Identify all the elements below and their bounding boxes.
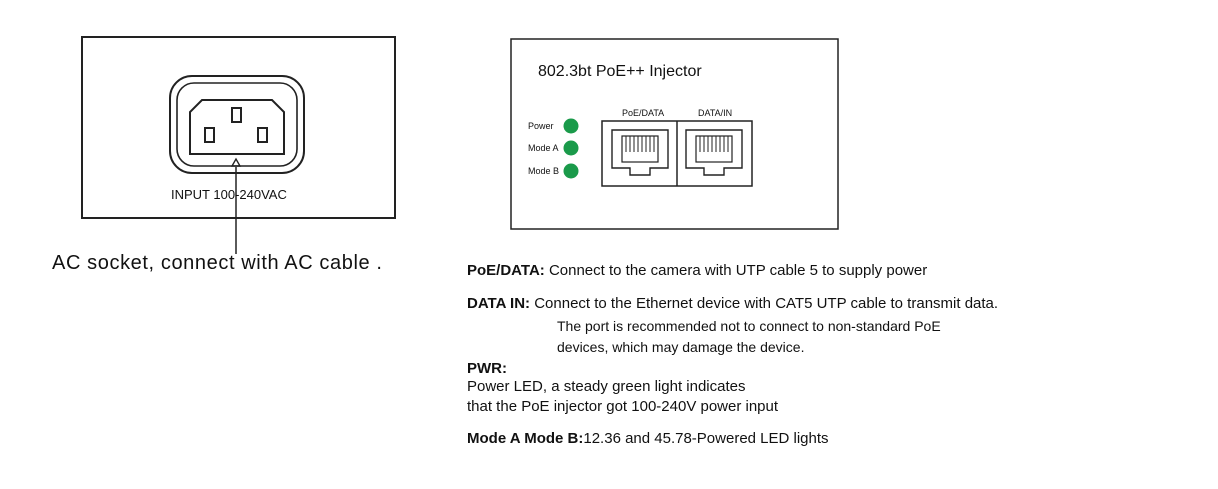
pwr-line-1: Power LED, a steady green light indicate… bbox=[467, 378, 746, 395]
ac-callout-text: AC socket, connect with AC cable . bbox=[52, 252, 383, 274]
ac-triangle-marker bbox=[230, 157, 242, 167]
pwr-line-2: that the PoE injector got 100-240V power… bbox=[467, 398, 779, 415]
poe-data-port bbox=[611, 129, 669, 176]
power-led-label: Power bbox=[528, 121, 554, 131]
injector-title: 802.3bt PoE++ Injector bbox=[538, 63, 702, 80]
mode-a-led-label: Mode A bbox=[528, 143, 559, 153]
data-in-note-line-1: The port is recommended not to connect t… bbox=[557, 318, 941, 334]
mode-text: 12.36 and 45.78-Powered LED lights bbox=[583, 430, 829, 447]
ac-input-label: INPUT 100-240VAC bbox=[171, 187, 287, 202]
mode-term: Mode A Mode B: bbox=[467, 430, 584, 447]
pwr-term-label: PWR: bbox=[467, 360, 507, 377]
ac-socket-face bbox=[189, 99, 285, 155]
data-in-note-line-2: devices, which may damage the device. bbox=[557, 339, 805, 355]
injector-panel bbox=[510, 38, 839, 230]
poe-data-port-label: PoE/DATA bbox=[622, 108, 665, 118]
poe-data-text: Connect to the camera with UTP cable 5 t… bbox=[544, 262, 928, 279]
data-in-description: DATA IN: Connect to the Ethernet device … bbox=[467, 295, 998, 312]
ac-socket-outer-frame bbox=[169, 75, 305, 174]
mode-b-led-label: Mode B bbox=[528, 166, 560, 176]
poe-data-description: PoE/DATA: Connect to the camera with UTP… bbox=[467, 262, 927, 279]
ac-pin-neutral bbox=[257, 127, 268, 143]
data-in-text: Connect to the Ethernet device with CAT5… bbox=[530, 295, 999, 312]
data-in-term: DATA IN: bbox=[467, 295, 531, 312]
mode-b-led bbox=[563, 163, 579, 179]
ac-pin-live bbox=[204, 127, 215, 143]
mode-description: Mode A Mode B:12.36 and 45.78-Powered LE… bbox=[467, 430, 829, 447]
data-in-port bbox=[685, 129, 743, 176]
power-led bbox=[563, 118, 579, 134]
pwr-term: PWR: bbox=[467, 360, 507, 377]
mode-a-led bbox=[563, 140, 579, 156]
ac-socket-panel bbox=[81, 36, 396, 219]
data-in-port-label: DATA/IN bbox=[698, 108, 733, 118]
poe-data-term: PoE/DATA: bbox=[467, 262, 545, 279]
ac-pin-earth bbox=[231, 107, 242, 123]
